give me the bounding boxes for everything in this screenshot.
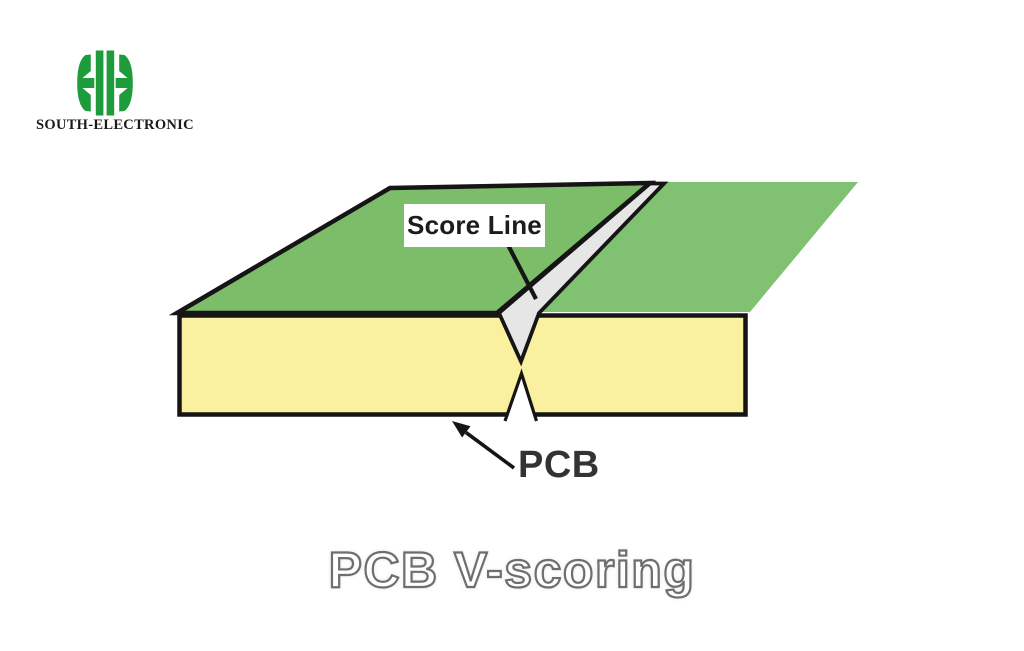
bottom-vnotch [503, 368, 539, 422]
panel-top-right [540, 182, 858, 312]
company-name: SOUTH-ELECTRONIC [36, 117, 194, 133]
pcb-arrowhead [452, 421, 471, 438]
vscore-groove [496, 181, 669, 367]
board-front-face [177, 313, 748, 417]
pcb-label: PCB [518, 444, 600, 487]
scoreline-pointer-line [506, 244, 538, 300]
company-logo: SOUTH-ELECTRONIC [36, 50, 194, 133]
pcb-arrow-line [464, 431, 516, 470]
score-line-label-text: Score Line [407, 210, 542, 240]
page-title: PCB V-scoring [327, 541, 696, 599]
score-line-label: Score Line [404, 204, 545, 247]
pcb-label-text: PCB [518, 444, 600, 486]
hh-monogram-icon [77, 50, 133, 116]
